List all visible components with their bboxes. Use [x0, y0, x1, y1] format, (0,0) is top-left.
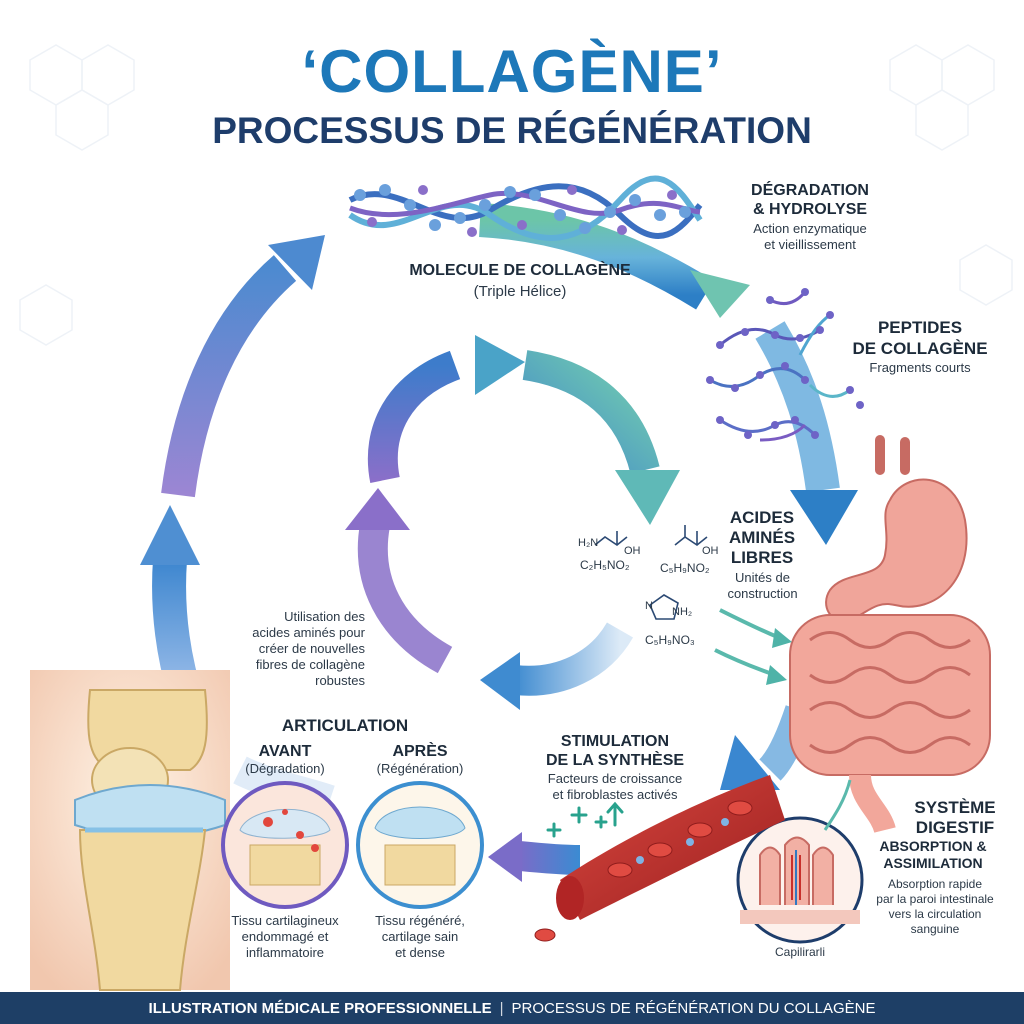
inner-cycle-arrows — [345, 335, 680, 710]
digestive-title-line1: SYSTÈME — [914, 798, 996, 817]
utilisation-line2: acides aminés pour — [252, 625, 365, 640]
amino-acid-structures — [594, 525, 708, 620]
digestive-system-illustration — [789, 435, 991, 834]
peptides-title-line2: DE COLLAGÈNE — [852, 339, 988, 358]
proline-formula: C₅H₉NO₃ — [645, 633, 695, 647]
amino-title-line1: ACIDES — [729, 508, 795, 527]
utilisation-line3: créer de nouvelles — [258, 641, 365, 656]
before-desc-line3: inflammatoire — [245, 945, 325, 960]
subtitle: PROCESSUS DE RÉGÉNÉRATION — [212, 110, 812, 151]
utilisation-line5: robustes — [315, 673, 365, 688]
before-desc-line1: Tissu cartilagineux — [231, 913, 339, 928]
degradation-title-line2: & HYDROLYSE — [752, 201, 868, 218]
utilisation-line4: fibres de collagène — [255, 657, 365, 672]
molecule-title: MOLECULE DE COLLAGÈNE — [409, 262, 631, 279]
degradation-desc-line2: et vieillissement — [764, 237, 856, 252]
utilisation-line1: Utilisation des — [284, 609, 365, 624]
absorption-title-line2: ASSIMILATION — [883, 855, 983, 871]
after-desc-line2: cartilage sain — [381, 929, 459, 944]
amino-label-nh: N — [645, 600, 653, 612]
absorption-arrows — [714, 608, 852, 831]
blood-vessel — [534, 775, 785, 942]
stimulation-desc-line1: Facteurs de croissance — [547, 771, 683, 786]
amino-label-oh2: OH — [702, 545, 719, 557]
peptide-fragments — [706, 288, 864, 442]
peptides-desc: Fragments courts — [869, 360, 971, 375]
digestive-title-line2: DIGESTIF — [915, 818, 995, 837]
amino-title-line2: AMINÉS — [728, 528, 796, 547]
after-subtitle: (Régénération) — [376, 761, 464, 776]
knee-joint-illustration — [30, 670, 230, 991]
peptides-title-line1: PEPTIDES — [877, 318, 963, 337]
before-subtitle: (Dégradation) — [245, 761, 325, 776]
knee-before-circle — [221, 781, 349, 909]
absorption-desc-line2: par la paroi intestinale — [876, 892, 994, 906]
amino-label-h2n: H₂N — [578, 537, 599, 549]
molecule-subtitle: (Triple Hélice) — [473, 283, 567, 300]
after-desc-line1: Tissu régénéré, — [375, 913, 465, 928]
glutamic-formula: C₅H₉NO₂ — [660, 561, 710, 575]
stimulation-title-line1: STIMULATION — [560, 733, 670, 750]
footer-bar: ILLUSTRATION MÉDICALE PROFESSIONNELLE | … — [0, 992, 1024, 1024]
before-desc-line2: endommagé et — [241, 929, 329, 944]
before-title: AVANT — [258, 743, 312, 760]
amino-title-line3: LIBRES — [730, 548, 794, 567]
hex-background — [19, 44, 1013, 346]
footer-bold-text: ILLUSTRATION MÉDICALE PROFESSIONNELLE — [148, 999, 492, 1017]
capillary-label: Capilirarli — [774, 945, 825, 959]
amino-label-nh2: NH₂ — [672, 606, 693, 618]
absorption-desc-line3: vers la circulation — [888, 907, 982, 921]
stimulation-title-line2: DE LA SYNTHÈSE — [545, 752, 685, 769]
amino-desc-line1: Unités de — [735, 570, 790, 585]
after-desc-line3: et dense — [395, 945, 445, 960]
outer-cycle-arrows — [140, 203, 858, 882]
footer-separator: | — [499, 999, 504, 1017]
glycine-formula: C₂H₅NO₂ — [580, 558, 630, 572]
absorption-desc-line4: sanguine — [910, 922, 960, 936]
knee-after-circle — [356, 781, 484, 909]
absorption-title-line1: ABSORPTION & — [879, 838, 987, 854]
amino-label-oh1: OH — [624, 545, 641, 557]
footer-text: PROCESSUS DE RÉGÉNÉRATION DU COLLAGÈNE — [511, 999, 876, 1017]
after-title: APRÈS — [392, 743, 448, 760]
degradation-desc-line1: Action enzymatique — [753, 221, 867, 236]
villi-capillary-inset — [736, 816, 864, 944]
collagen-triple-helix — [348, 175, 703, 241]
main-title: ‘COLLAGÈNE’ — [301, 38, 723, 105]
absorption-desc-line1: Absorption rapide — [887, 877, 983, 891]
degradation-title-line1: DÉGRADATION — [751, 182, 869, 199]
amino-desc-line2: construction — [727, 586, 798, 601]
articulation-title: ARTICULATION — [281, 716, 409, 735]
stimulation-desc-line2: et fibroblastes activés — [552, 787, 678, 802]
